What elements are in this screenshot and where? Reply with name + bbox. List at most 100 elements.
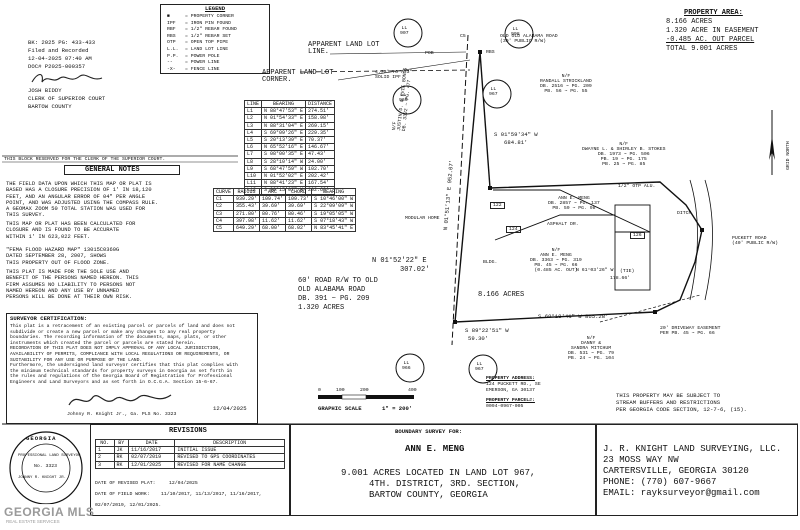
- firm-city: CARTERSVILLE, GEORGIA 30120: [603, 466, 749, 476]
- acres-main: 8.166 ACRES: [478, 291, 525, 299]
- table-cell: 80.76': [259, 209, 287, 218]
- table-cell: L6: [243, 143, 263, 152]
- scale-label: GRAPHIC SCALE: [318, 405, 362, 412]
- legend-symbol: L.L.: [167, 47, 179, 52]
- table-cell: 269.15': [305, 121, 336, 130]
- puckett-road: [689, 179, 713, 301]
- table-cell: 109.73': [285, 195, 313, 204]
- table-cell: C4: [212, 216, 235, 226]
- scale-tick-200: 200: [360, 388, 369, 393]
- boundary-lines: [454, 51, 703, 323]
- surveyor-seal: GEORGIA No. 3323 PROFESSIONAL LAND SURVE…: [6, 428, 86, 506]
- legend-item: IPF= IRON PIN FOUND: [167, 21, 231, 26]
- table-header: BEARING: [261, 99, 307, 109]
- legend-item: ■ = PROPERTY CORNER: [167, 14, 234, 19]
- table-header: LINE: [243, 99, 263, 109]
- table-cell: N 65°52'16" E: [261, 143, 307, 152]
- driveway-easement: 20' DRIVEWAY EASEMENT PER PB. 45 ~ PG. 6…: [660, 326, 721, 337]
- table-header: ARC: [259, 187, 287, 197]
- revised-plat-date: 12/04/2025: [169, 481, 198, 486]
- seal-words: PROFESSIONAL LAND SURVEYOR: [18, 454, 81, 458]
- recording-bk-pg: BK: 2025 PG: 433-433: [28, 39, 96, 46]
- table-cell: JK: [113, 446, 130, 455]
- outparcel: [614, 204, 651, 291]
- tag-126: 126: [630, 232, 645, 240]
- legend-item: -X-= FENCE LINE: [167, 67, 220, 72]
- tie-label: (TIE): [620, 269, 635, 274]
- recording-filed: Filed and Recorded: [28, 47, 89, 54]
- table-cell: L4: [243, 128, 263, 138]
- parcel-number: 0094-0967-005: [486, 404, 524, 409]
- legend-text: = PROPERTY CORNER: [185, 14, 234, 19]
- scale-tick-0: 0: [318, 388, 321, 393]
- legend-symbol: -X-: [167, 66, 176, 72]
- table-cell: REVISED TO GPS COORDINATES: [174, 453, 285, 462]
- seal-state: GEORGIA: [26, 435, 57, 442]
- corner-markers: [453, 50, 704, 324]
- row-60: 60' ROAD R/W TO OLD OLD ALABAMA ROAD DB.…: [298, 277, 378, 312]
- table-cell: 68.00': [259, 224, 287, 233]
- land-lot-circles: [392, 18, 534, 384]
- table-cell: C1: [212, 195, 235, 204]
- table-header: CHORD: [285, 187, 313, 197]
- table-cell: 2: [95, 453, 115, 462]
- table-cell: N 88°47'53" E: [261, 107, 307, 116]
- otp-note: 1/2" OTP ALU.: [618, 184, 656, 189]
- legend-symbol: RBS: [167, 33, 176, 39]
- table-cell: 80.46': [285, 209, 313, 218]
- note-2: THIS MAP OR PLAT HAS BEEN CALCULATED FOR…: [6, 221, 136, 240]
- legend-symbol: RBF: [167, 27, 176, 33]
- table-cell: C3: [212, 209, 235, 218]
- legend-item: P.P.= POWER POLE: [167, 54, 220, 59]
- table-cell: 355.43': [233, 202, 261, 211]
- table-cell: L1: [243, 107, 263, 116]
- table-cell: 24.00': [305, 157, 336, 166]
- ll-label-907: LL 907: [400, 26, 409, 37]
- field-work-label: DATE OF FIELD WORK:: [95, 492, 150, 497]
- table-cell: 39.69': [285, 202, 313, 211]
- table-cell: N 01°52'02" E: [261, 172, 307, 181]
- table-header: RADIUS: [233, 187, 261, 197]
- firm-street: 23 MOSS WAY NW: [603, 455, 679, 465]
- table-cell: L8: [243, 157, 263, 166]
- clerk-title: CLERK OF SUPERIOR COURT: [28, 95, 106, 102]
- scale-value: 1" = 200': [382, 405, 413, 412]
- ll-label-967-top: LL 967: [489, 87, 498, 98]
- title-header: BOUNDARY SURVEY FOR:: [395, 428, 463, 435]
- legend-text: = POWER POLE: [185, 53, 220, 59]
- table-cell: 3: [95, 460, 115, 469]
- table-cell: N 01°54'33" E: [261, 114, 307, 123]
- clerk-county: BARTOW COUNTY: [28, 103, 72, 110]
- legend-text: = 1/2" REBAR SET: [185, 33, 232, 39]
- legend-symbol: IPF: [167, 20, 176, 26]
- legend-symbol: ■: [167, 14, 170, 19]
- title-block: BOUNDARY SURVEY FOR: ANN E. MENG 9.001 A…: [290, 424, 596, 516]
- bearing-s01-59: S 01°59'34" W: [494, 131, 538, 138]
- surveyor-signature: [68, 394, 172, 406]
- legend-text: = 1/2" REBAR FOUND: [185, 27, 237, 33]
- ditch-label: DITCH: [677, 211, 692, 216]
- table-cell: S 19°05'05" W: [311, 209, 357, 218]
- north-arrow-icon: [769, 110, 775, 175]
- table-cell: S 08°00'35" E: [261, 150, 307, 159]
- table-header: DISTANCE: [305, 99, 336, 109]
- note-1: THE FIELD DATA UPON WHICH THIS MAP OR PL…: [6, 181, 159, 219]
- field-work-dates: 11/10/2017, 11/13/2017, 11/16/2017,: [161, 492, 262, 497]
- cert-text: This plat is a retracement of an existin…: [10, 324, 238, 385]
- address-line1: 124 PUCKETT RD., SE: [486, 382, 541, 387]
- table-cell: 229.35': [305, 128, 336, 138]
- scale-tick-400: 400: [408, 388, 417, 393]
